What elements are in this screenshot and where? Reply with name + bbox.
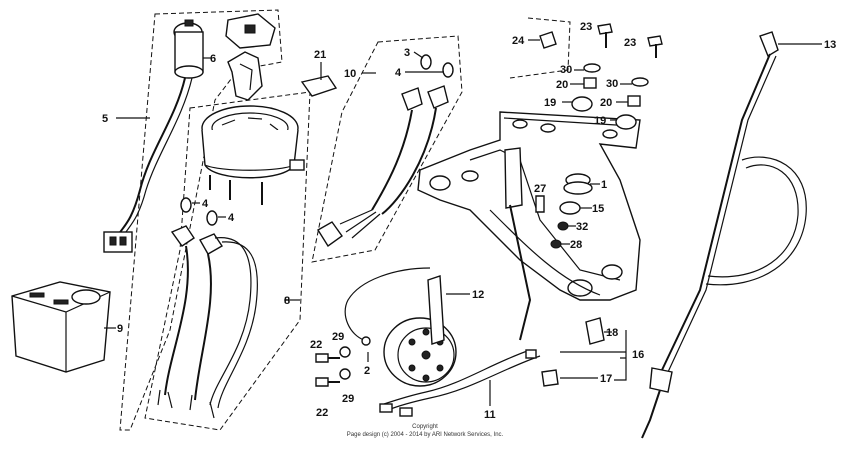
label-3: 3	[404, 47, 410, 59]
clip-21: 21	[300, 49, 338, 97]
bulb-4-left	[180, 197, 192, 213]
label-10: 10	[344, 68, 356, 80]
label-4b: 4	[228, 212, 235, 224]
bolt-24	[539, 31, 557, 49]
hardware-group: 24 23 23 30 30 20 20 19 19	[509, 17, 663, 130]
label-24: 24	[512, 35, 525, 47]
label-6: 6	[210, 53, 216, 65]
copyright-title: Copyright	[412, 424, 438, 430]
rubber-19b	[615, 114, 637, 130]
label-2: 2	[364, 365, 370, 377]
bulb-4	[442, 62, 454, 78]
copyright-notice: Page design (c) 2004 - 2014 by ARI Netwo…	[347, 432, 504, 438]
clip	[300, 75, 338, 97]
label-20b: 20	[600, 97, 612, 109]
indicator-harness-group: 3 4 10	[311, 35, 463, 263]
group-10-outline	[311, 35, 463, 263]
socket-10b	[427, 85, 449, 109]
bolt-27	[535, 195, 545, 213]
cable-upper	[661, 53, 771, 371]
socket-right	[199, 233, 223, 255]
label-4a: 4	[202, 198, 209, 210]
label-9: 9	[117, 323, 123, 335]
bolt-23b	[647, 35, 663, 47]
grommet-18	[585, 317, 605, 345]
cable-upper-end	[759, 31, 779, 58]
label-18: 18	[606, 327, 618, 339]
collar-20a	[583, 77, 597, 89]
label-29a: 29	[332, 331, 344, 343]
label-4c: 4	[395, 67, 402, 79]
switch-bracket	[227, 51, 263, 101]
label-23a: 23	[580, 21, 592, 33]
speedometer-cable-13: 13	[641, 31, 836, 439]
meter-wire-2	[194, 253, 212, 401]
cable-loop	[705, 156, 807, 286]
meter-wire-1	[164, 245, 189, 396]
label-22b: 22	[316, 407, 328, 419]
socket-left	[170, 225, 195, 247]
label-15: 15	[592, 203, 604, 215]
indicator-wire-1	[371, 109, 413, 211]
label-17: 17	[600, 373, 612, 385]
label-29b: 29	[342, 393, 354, 405]
switch-cover-9: 9	[11, 281, 123, 373]
horn-group: 2 12 11 29 29 22 22	[310, 267, 541, 421]
label-28: 28	[570, 239, 582, 251]
washer-30a	[583, 63, 601, 73]
label-22a: 22	[310, 339, 322, 351]
socket-10a	[401, 87, 423, 111]
nut-28	[550, 239, 562, 249]
label-21: 21	[314, 49, 326, 61]
label-23b: 23	[624, 37, 636, 49]
ignition-connector	[103, 231, 133, 253]
bolt-22a	[315, 353, 329, 363]
bolt-23a	[597, 23, 613, 35]
nut-32	[557, 221, 569, 231]
meter-bracket-group: 1 15 27 32 28 18 17 16	[417, 111, 644, 387]
ignition-wire	[117, 77, 186, 236]
washer-30b	[631, 77, 649, 87]
label-32: 32	[576, 221, 588, 233]
bolt-17	[541, 369, 559, 387]
label-11: 11	[484, 409, 496, 421]
bulb-3	[420, 54, 432, 70]
group-5-outline	[119, 9, 283, 431]
rubber-19a	[571, 96, 593, 112]
indicator-wire-2	[381, 107, 437, 215]
label-30b: 30	[606, 78, 618, 90]
label-8: 8	[284, 295, 290, 307]
label-12: 12	[472, 289, 484, 301]
horn-lead	[387, 355, 541, 411]
indicator-connector	[317, 221, 343, 248]
speedometer-group: 4 4 8	[144, 91, 311, 431]
bulb-4-right	[206, 210, 218, 226]
label-20a: 20	[556, 79, 568, 91]
cushion-15	[559, 201, 581, 215]
bolt-22b	[315, 377, 329, 387]
label-5: 5	[102, 113, 108, 125]
collar-20b	[627, 95, 641, 107]
label-27: 27	[534, 183, 546, 195]
ignition-switch-group: 5 6	[102, 9, 283, 431]
label-19b: 19	[594, 115, 606, 127]
label-1: 1	[601, 179, 607, 191]
label-16: 16	[632, 349, 644, 361]
label-13: 13	[824, 39, 836, 51]
horn-ground-wire	[344, 267, 431, 341]
horn-bracket	[427, 275, 445, 345]
label-30a: 30	[560, 64, 572, 76]
washer-29a	[339, 346, 351, 358]
label-19a: 19	[544, 97, 556, 109]
cable-lower-fitting	[649, 367, 673, 393]
washer-29b	[339, 368, 351, 380]
